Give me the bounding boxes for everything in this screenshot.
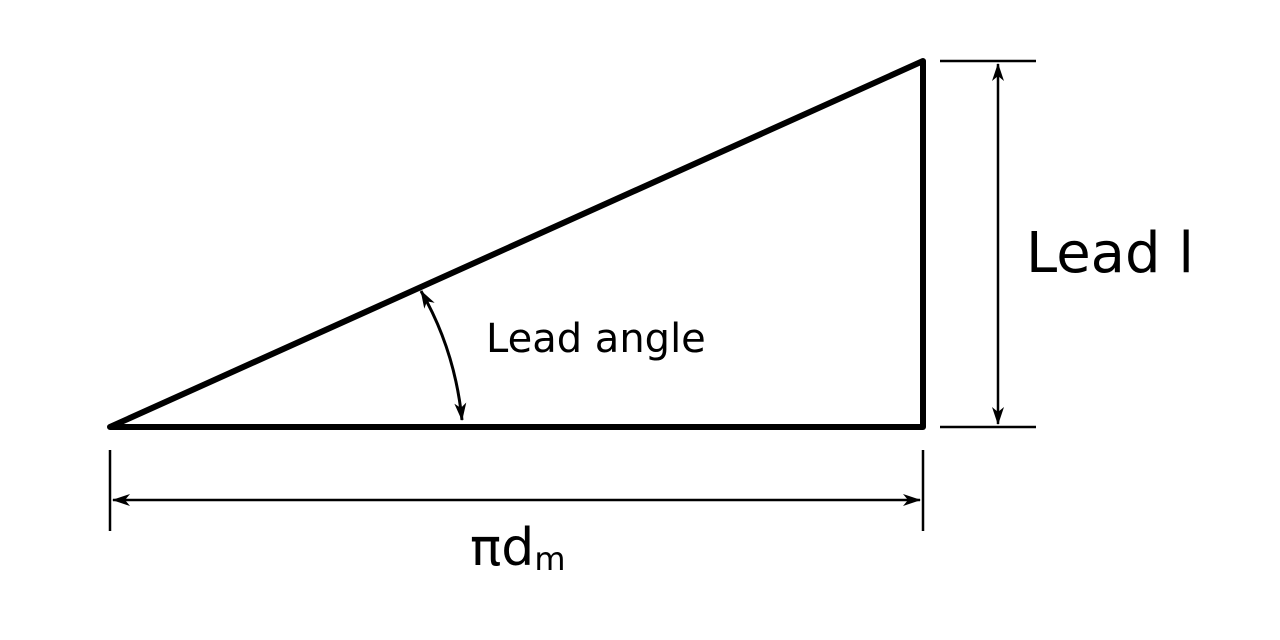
lead-angle-arc	[419, 290, 467, 421]
base-length-main: πd	[470, 518, 535, 578]
base-length-subscript: m	[534, 539, 566, 578]
lead-triangle	[107, 58, 926, 430]
lead-angle-label: Lead angle	[486, 316, 706, 362]
lead-label: Lead l	[1026, 221, 1194, 286]
base-length-label: πdm	[470, 522, 566, 575]
